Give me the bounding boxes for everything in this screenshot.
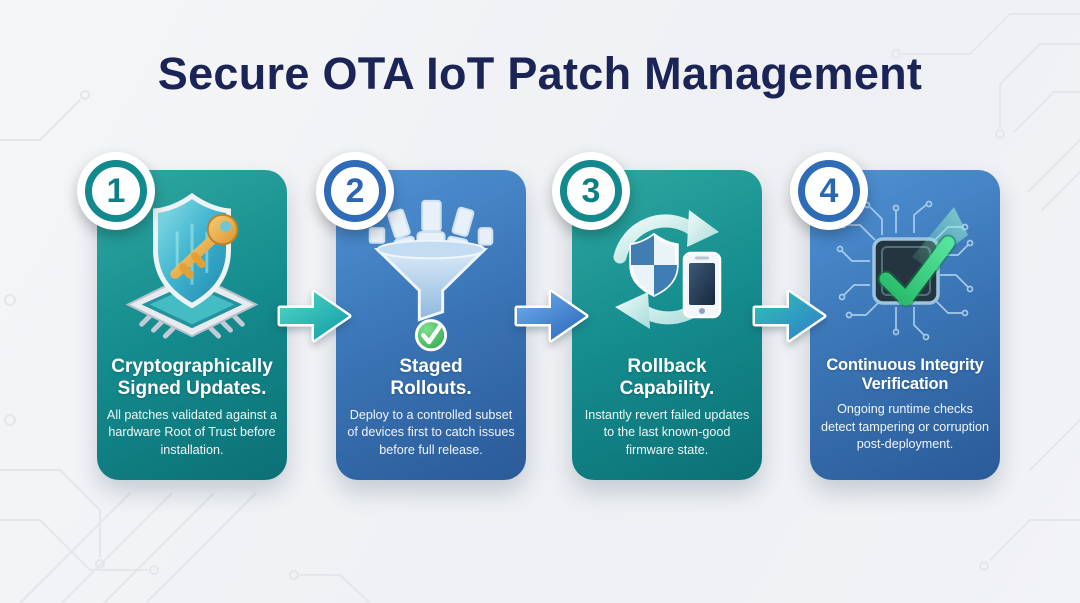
step-description-4: Ongoing runtime checks detect tampering …	[820, 402, 989, 451]
step-number-1: 1	[85, 160, 147, 222]
step-number-badge-2: 2	[316, 152, 394, 230]
step-number-4: 4	[798, 160, 860, 222]
step-title-4: Continuous Integrity Verification	[826, 356, 984, 394]
step-title-1: Cryptographically Signed Updates.	[111, 356, 273, 400]
step-card-4: 4	[790, 152, 1000, 480]
step-card-3: 3 Rollb	[552, 152, 762, 480]
step-number-2: 2	[324, 160, 386, 222]
rollback-cycle-shield-phone-icon	[572, 170, 762, 356]
arrow-step2-step3-icon	[514, 289, 589, 343]
step-number-badge-4: 4	[790, 152, 868, 230]
chip-checkmark-circuit-icon	[810, 170, 1000, 356]
step-description-2: Deploy to a controlled subset of devices…	[347, 408, 515, 457]
step-title-2: Staged Rollouts.	[390, 356, 472, 400]
step-description-3: Instantly revert failed updates to the l…	[584, 408, 750, 457]
shield-key-chip-icon	[97, 170, 287, 356]
step-card-1: 1	[77, 152, 287, 480]
step-number-badge-1: 1	[77, 152, 155, 230]
step-number-badge-3: 3	[552, 152, 630, 230]
page-title: Secure OTA IoT Patch Management	[157, 48, 923, 99]
step-title-3: Rollback Capability.	[619, 356, 715, 400]
funnel-devices-check-icon	[336, 170, 526, 356]
step-description-1: All patches validated against a hardware…	[106, 408, 278, 457]
arrow-step3-step4-icon	[752, 289, 827, 343]
step-number-3: 3	[560, 160, 622, 222]
arrow-step1-step2-icon	[277, 289, 352, 343]
step-card-2: 2	[316, 152, 526, 480]
